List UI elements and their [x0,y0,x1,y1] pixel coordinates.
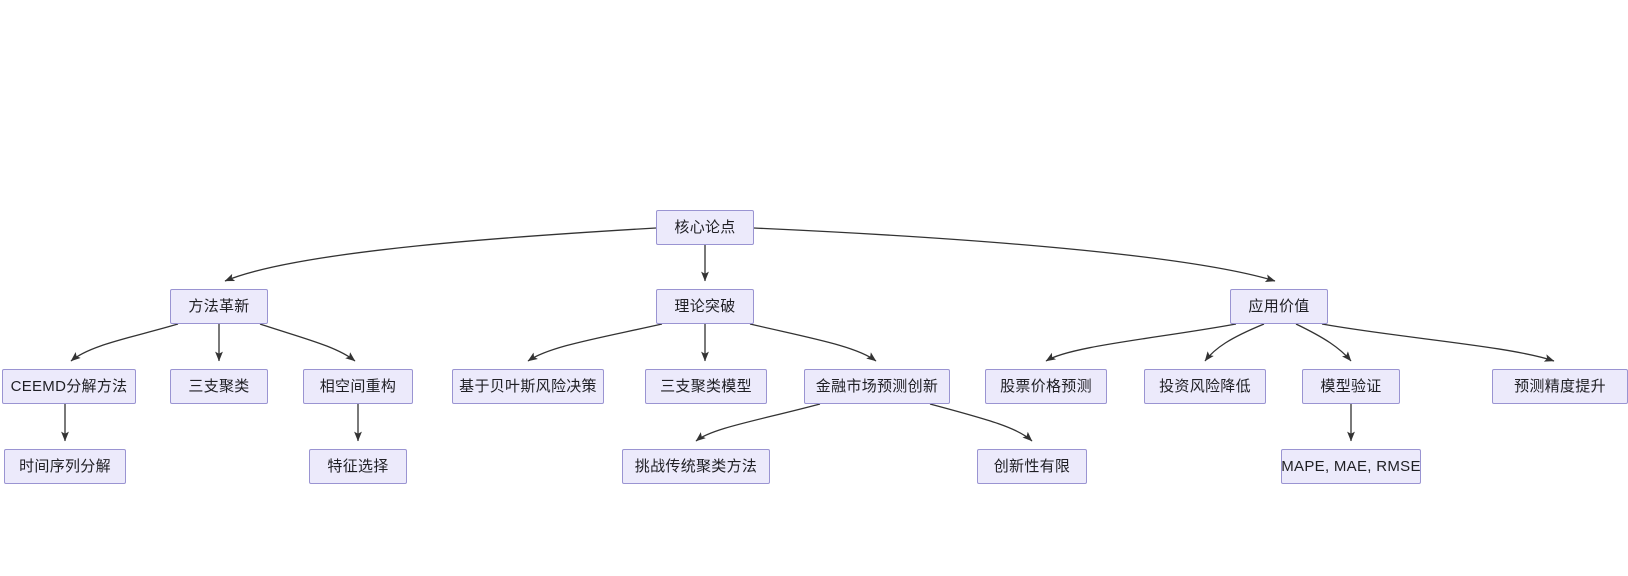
node-challenge[interactable]: 挑战传统聚类方法 [622,449,770,484]
edge-application-to-accuracy [1321,323,1555,362]
node-theory[interactable]: 理论突破 [656,289,754,324]
node-label: 应用价值 [1248,298,1310,315]
node-root[interactable]: 核心论点 [656,210,754,245]
node-ceemd[interactable]: CEEMD分解方法 [2,369,136,404]
node-label: 三支聚类 [188,378,250,395]
node-label: 金融市场预测创新 [815,378,939,395]
node-label: 三支聚类模型 [660,378,752,395]
edge-theory-to-bayes [527,323,663,362]
node-tw-model[interactable]: 三支聚类模型 [645,369,767,404]
node-label: 特征选择 [327,458,389,475]
node-label: 股票价格预测 [1000,378,1092,395]
edge-application-to-stock [1045,323,1237,362]
node-stock[interactable]: 股票价格预测 [985,369,1107,404]
node-label: 理论突破 [674,298,736,315]
node-phase[interactable]: 相空间重构 [303,369,413,404]
edge-method-to-phase [259,323,356,362]
node-threeway[interactable]: 三支聚类 [170,369,268,404]
node-limited[interactable]: 创新性有限 [977,449,1087,484]
node-label: 时间序列分解 [19,458,111,475]
node-label: 挑战传统聚类方法 [634,458,758,475]
node-metrics[interactable]: MAPE, MAE, RMSE [1281,449,1421,484]
node-label: 方法革新 [188,298,250,315]
node-method[interactable]: 方法革新 [170,289,268,324]
node-label: 相空间重构 [319,378,397,395]
node-risk[interactable]: 投资风险降低 [1144,369,1266,404]
node-bayes[interactable]: 基于贝叶斯风险决策 [452,369,604,404]
node-accuracy[interactable]: 预测精度提升 [1492,369,1628,404]
node-ts-decomp[interactable]: 时间序列分解 [4,449,126,484]
node-application[interactable]: 应用价值 [1230,289,1328,324]
node-label: 核心论点 [674,219,736,236]
node-label: 投资风险降低 [1159,378,1251,395]
edge-group [61,227,1555,442]
node-label: CEEMD分解方法 [10,378,128,395]
edge-method-to-ceemd [70,323,179,362]
node-fin-innov[interactable]: 金融市场预测创新 [804,369,950,404]
edge-root-to-application [753,227,1276,283]
edge-fin-innov-to-challenge [695,403,821,442]
edge-theory-to-fin-innov [749,323,877,362]
node-label: 基于贝叶斯风险决策 [459,378,597,395]
node-validate[interactable]: 模型验证 [1302,369,1400,404]
node-label: 创新性有限 [993,458,1071,475]
node-feature[interactable]: 特征选择 [309,449,407,484]
node-label: 模型验证 [1320,378,1382,395]
node-label: 预测精度提升 [1514,378,1606,395]
node-label: MAPE, MAE, RMSE [1281,458,1421,475]
edge-application-to-validate [1295,323,1352,362]
edge-root-to-method [224,227,657,282]
edge-application-to-risk [1204,323,1265,362]
edge-fin-innov-to-limited [929,403,1033,442]
